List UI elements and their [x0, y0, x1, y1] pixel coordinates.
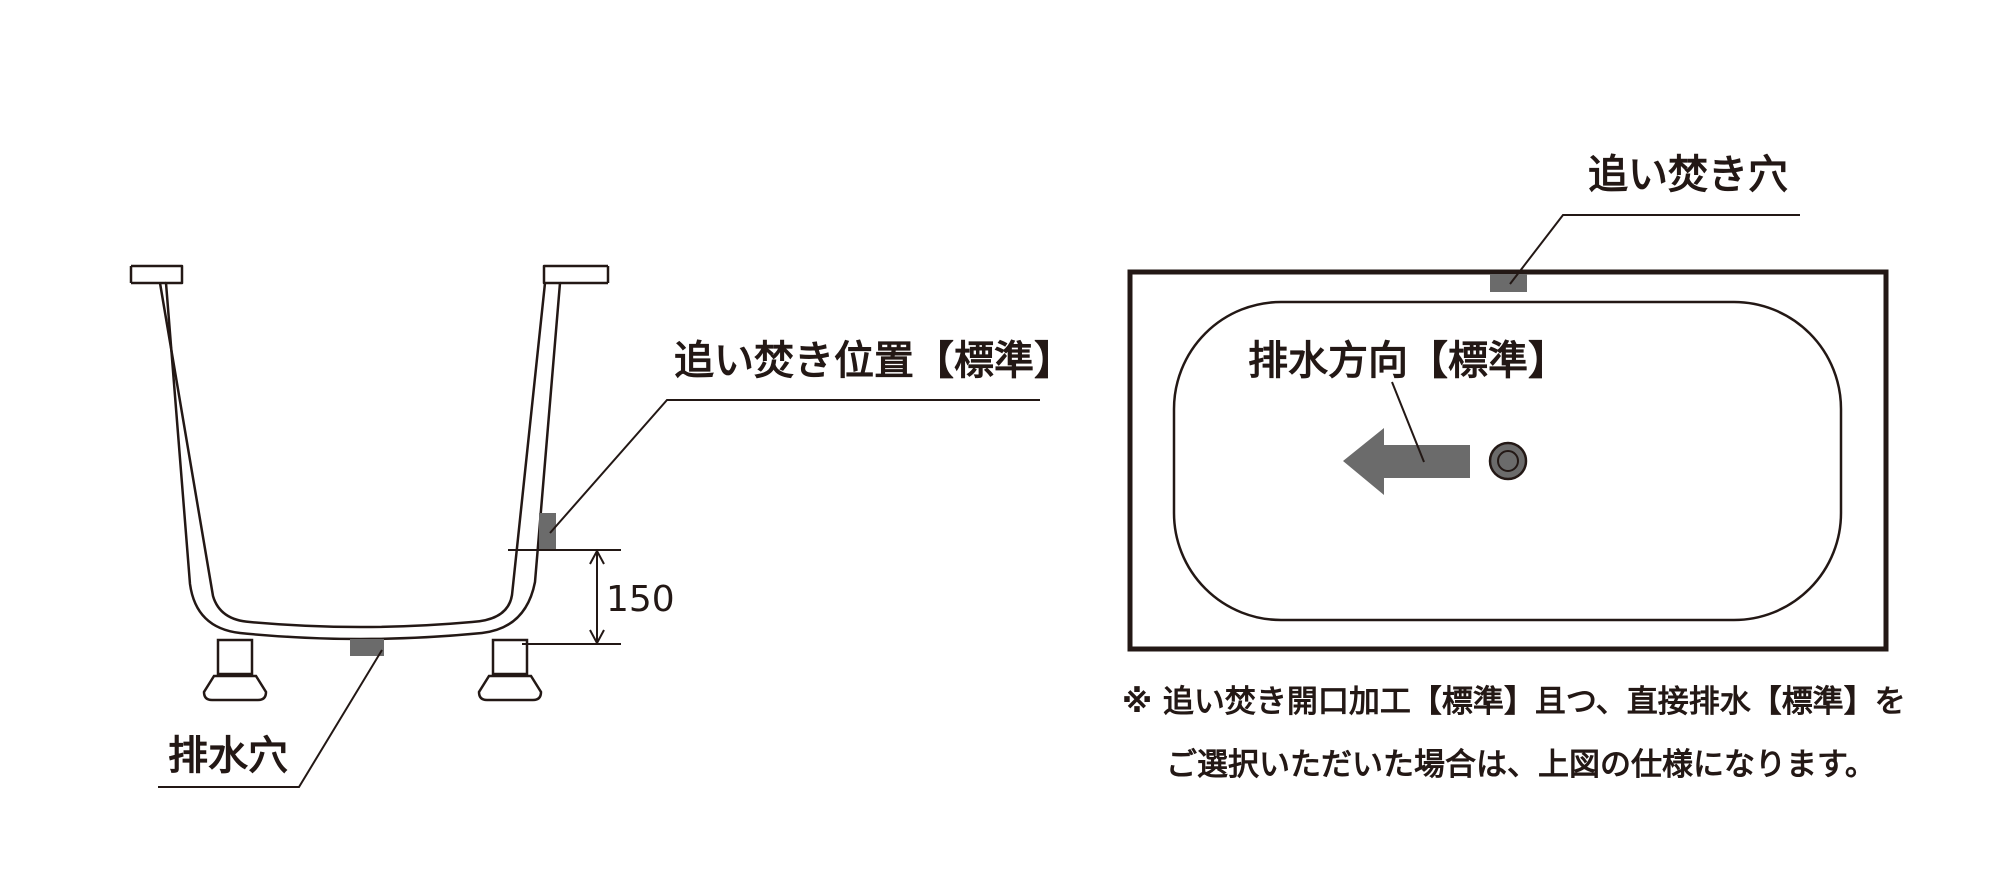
height-dimension	[508, 548, 621, 646]
drain-direction-leader	[1391, 381, 1425, 463]
side-view-leaders	[158, 399, 1040, 788]
bathtub-top-view	[1127, 269, 1889, 652]
reheat-hole-marker	[1490, 274, 1527, 292]
drain-direction-arrow	[1343, 428, 1470, 495]
tub-outer-wall	[131, 264, 608, 641]
drain-hole-marker	[350, 639, 384, 656]
top-view-leaders	[1391, 214, 1800, 463]
tub-feet	[202, 638, 543, 702]
bathtub-cross-section	[129, 264, 610, 641]
reheat-hole-leader	[1509, 214, 1800, 285]
tub-basin	[1172, 300, 1843, 622]
reheat-position-marker	[539, 513, 556, 549]
drain-plug	[1488, 441, 1528, 481]
drain-direction-label: 排水方向【標準】	[1248, 338, 1568, 384]
drain-hole-leader	[158, 649, 383, 788]
reheat-position-leader	[549, 399, 1040, 534]
dimension-150-label: 150	[606, 579, 675, 620]
drain-hole-label: 排水穴	[168, 733, 288, 779]
spec-note-line-2: ご選択いただいた場合は、上図の仕様になります。	[1166, 747, 1876, 783]
tub-outer-rim	[1127, 269, 1889, 652]
reheat-position-label: 追い焚き位置【標準】	[674, 338, 1074, 384]
spec-note-line-1: ※ 追い焚き開口加工【標準】且つ、直接排水【標準】を	[1122, 684, 1906, 720]
left-foot	[202, 638, 268, 702]
reheat-hole-label: 追い焚き穴	[1588, 152, 1788, 198]
right-foot	[477, 638, 543, 702]
tub-inner-wall	[158, 282, 547, 629]
